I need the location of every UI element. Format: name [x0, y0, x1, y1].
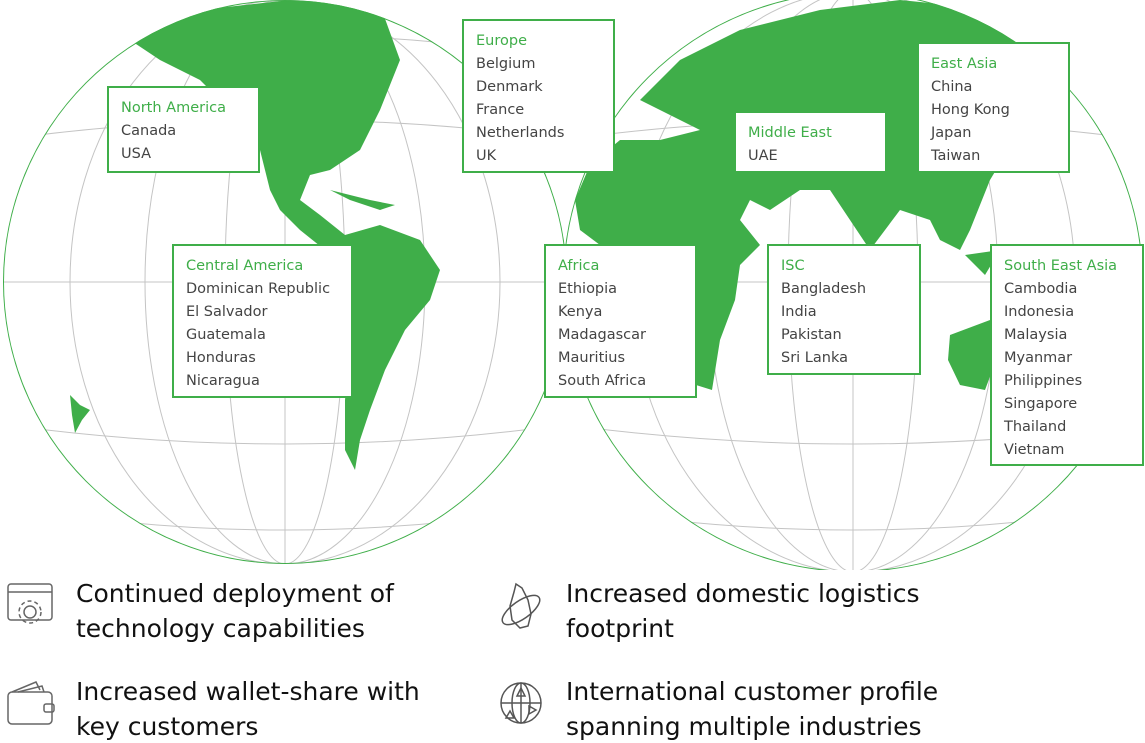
- country: Indonesia: [1004, 304, 1075, 320]
- region-box-isc: ISC Bangladesh India Pakistan Sri Lanka: [767, 244, 921, 375]
- feature-line: footprint: [566, 614, 674, 643]
- country: Taiwan: [931, 148, 981, 164]
- region-title: East Asia: [931, 56, 998, 72]
- feature-line: technology capabilities: [76, 614, 365, 643]
- country: Netherlands: [476, 125, 565, 141]
- country: Vietnam: [1004, 442, 1065, 458]
- feature-wallet-share: Increased wallet-share with key customers: [6, 674, 420, 743]
- country: Ethiopia: [558, 281, 618, 297]
- feature-line: International customer profile: [566, 677, 939, 706]
- feature-line: spanning multiple industries: [566, 712, 922, 741]
- country: Dominican Republic: [186, 281, 331, 297]
- country: Myanmar: [1004, 350, 1073, 366]
- country: Honduras: [186, 350, 256, 366]
- region-box-east-asia: East Asia China Hong Kong Japan Taiwan: [917, 42, 1070, 173]
- country: Kenya: [558, 304, 603, 320]
- country: Mauritius: [558, 350, 626, 366]
- feature-line: key customers: [76, 712, 259, 741]
- country: Cambodia: [1004, 281, 1078, 297]
- country: Guatemala: [186, 327, 266, 343]
- region-box-europe: Europe Belgium Denmark France Netherland…: [462, 19, 615, 173]
- country: Madagascar: [558, 327, 646, 343]
- country: USA: [121, 146, 152, 162]
- country: Belgium: [476, 56, 536, 72]
- region-title: Africa: [558, 258, 600, 274]
- country: UAE: [748, 148, 778, 164]
- region-box-north-america: North America Canada USA: [107, 86, 260, 173]
- country: Denmark: [476, 79, 543, 95]
- browser-gear-icon: [7, 583, 53, 624]
- feature-technology: Continued deployment of technology capabi…: [6, 576, 394, 646]
- country: Nicaragua: [186, 373, 260, 389]
- region-title: North America: [121, 100, 226, 116]
- americas-landmass: [130, 0, 440, 470]
- region-title: South East Asia: [1004, 258, 1118, 274]
- country: Sri Lanka: [781, 350, 848, 366]
- globe-arrows-icon: [500, 682, 542, 724]
- feature-international: International customer profile spanning m…: [496, 674, 938, 743]
- feature-line: Increased wallet-share with: [76, 677, 420, 706]
- country: Hong Kong: [931, 102, 1010, 118]
- wallet-icon: [7, 681, 55, 725]
- country: Japan: [931, 125, 972, 141]
- region-title: Europe: [476, 33, 527, 49]
- feature-line: Continued deployment of: [76, 579, 394, 608]
- region-title: Central America: [186, 258, 304, 274]
- region-box-africa: Africa Ethiopia Kenya Madagascar Mauriti…: [544, 244, 697, 398]
- feature-logistics: Increased domestic logistics footprint: [496, 576, 920, 646]
- country: Singapore: [1004, 396, 1078, 412]
- country: Thailand: [1004, 419, 1067, 435]
- country: China: [931, 79, 973, 95]
- country: Malaysia: [1004, 327, 1068, 343]
- feature-line: Increased domestic logistics: [566, 579, 920, 608]
- country: Canada: [121, 123, 177, 139]
- country: Philippines: [1004, 373, 1083, 389]
- region-box-south-east-asia: South East Asia Cambodia Indonesia Malay…: [990, 244, 1144, 466]
- country: India: [781, 304, 817, 320]
- sri-lanka-orbit-icon: [501, 582, 541, 629]
- country: Bangladesh: [781, 281, 867, 297]
- country: South Africa: [558, 373, 647, 389]
- region-title: ISC: [781, 258, 805, 274]
- country: El Salvador: [186, 304, 268, 320]
- country: France: [476, 102, 525, 118]
- country: Pakistan: [781, 327, 842, 343]
- country: UK: [476, 148, 497, 164]
- region-box-middle-east: Middle East UAE: [734, 111, 887, 173]
- region-title: Middle East: [748, 125, 832, 141]
- region-box-central-america: Central America Dominican Republic El Sa…: [172, 244, 353, 398]
